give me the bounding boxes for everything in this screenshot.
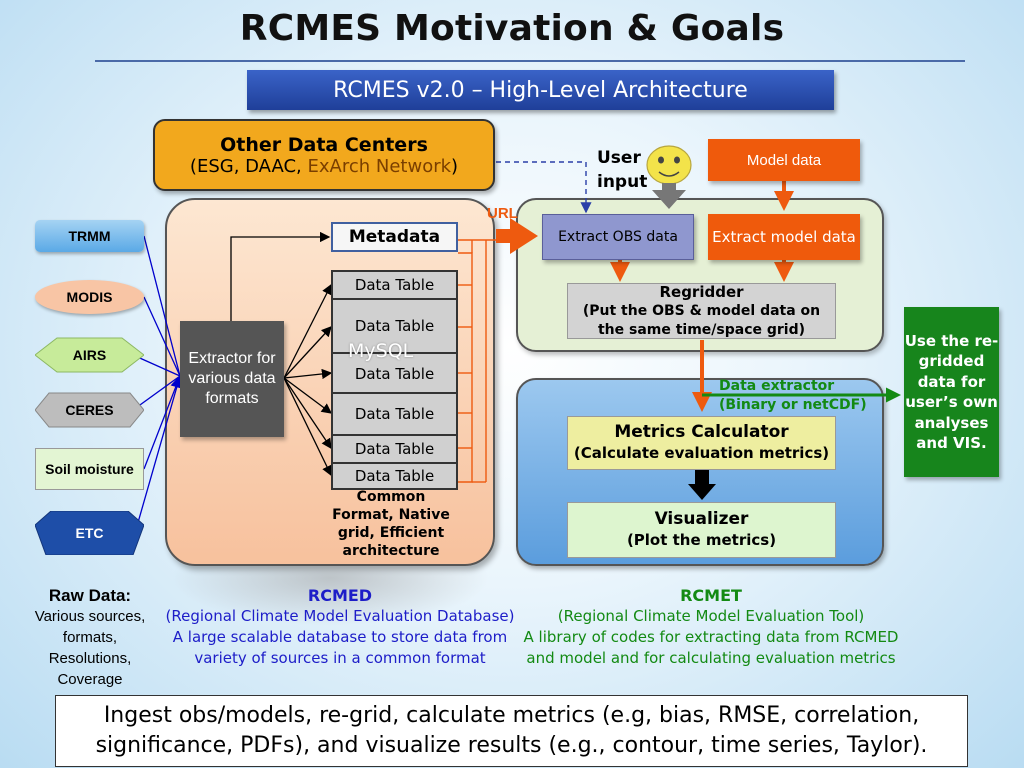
source-ceres: CERES (35, 392, 144, 428)
data-table: Data Table (331, 434, 458, 464)
odc-subtitle: (ESG, DAAC, ExArch Network) (189, 155, 459, 177)
other-data-centers-box: Other Data Centers (ESG, DAAC, ExArch Ne… (153, 119, 495, 191)
subtitle-banner: RCMES v2.0 – High-Level Architecture (247, 70, 834, 110)
data-table: Data Table (331, 298, 458, 354)
summary-box: Ingest obs/models, re-grid, calculate me… (55, 695, 968, 767)
metrics-desc: (Calculate evaluation metrics) (573, 444, 830, 462)
visualizer-title: Visualizer (654, 509, 749, 529)
exarch-network: ExArch Network (307, 155, 452, 177)
metadata-box: Metadata (331, 222, 458, 252)
user-input-label: User input (597, 148, 648, 192)
data-extractor-label: Data extractor (Binary or netCDF) (719, 378, 867, 413)
diamond-shape (35, 337, 144, 373)
airs-link (132, 354, 181, 377)
mysql-label: MySQL (348, 340, 414, 362)
soil-link (143, 375, 181, 470)
data-table: Data Table (331, 270, 458, 300)
regridder-title: Regridder (659, 282, 744, 301)
url-arrow (496, 218, 538, 254)
odc-dashed-link (496, 161, 592, 214)
hexagon-shape (35, 392, 144, 428)
url-label: URL (487, 205, 518, 222)
common-format-note: Common Format, Native grid, Efficient ar… (332, 489, 450, 559)
metrics-to-visualizer-arrow (688, 470, 716, 500)
source-etc: ETC (35, 511, 144, 555)
metrics-calculator-box: Metrics Calculator (Calculate evaluation… (567, 416, 836, 470)
regridder-box: Regridder (Put the OBS & model data on t… (567, 283, 836, 339)
visualizer-box: Visualizer (Plot the metrics) (567, 502, 836, 558)
trmm-link (143, 235, 181, 377)
model-data-box: Model data (708, 139, 860, 181)
use-regridded-box: Use the re-gridded data for user’s own a… (904, 307, 999, 477)
data-table: Data Table (331, 462, 458, 490)
smiley-face-icon (646, 145, 692, 185)
metrics-title: Metrics Calculator (614, 422, 789, 442)
source-modis: MODIS (35, 280, 144, 314)
database-shadow (170, 566, 490, 626)
extract-obs-box: Extract OBS data (542, 214, 694, 260)
slide-title: RCMES Motivation & Goals (239, 8, 785, 49)
pentagon-shape (35, 511, 144, 555)
user-input-arrow (652, 183, 686, 209)
extractor-to-metadata (230, 231, 331, 321)
modis-link (143, 296, 181, 377)
title-divider (95, 60, 965, 62)
source-soil-moisture: Soil moisture (35, 448, 144, 490)
source-trmm: TRMM (35, 220, 144, 252)
extractor-box: Extractor for various data formats (180, 321, 284, 437)
extract-model-box: Extract model data (708, 214, 860, 260)
rcmet-caption: RCMET (Regional Climate Model Evaluation… (523, 586, 899, 667)
etc-link (134, 374, 184, 534)
rcmed-caption: RCMED (Regional Climate Model Evaluation… (165, 586, 515, 667)
raw-data-caption: Raw Data: Various sources, formats, Reso… (34, 586, 146, 688)
source-airs: AIRS (35, 337, 144, 373)
visualizer-desc: (Plot the metrics) (626, 531, 777, 549)
odc-title: Other Data Centers (220, 133, 428, 156)
data-table: Data Table (331, 392, 458, 436)
